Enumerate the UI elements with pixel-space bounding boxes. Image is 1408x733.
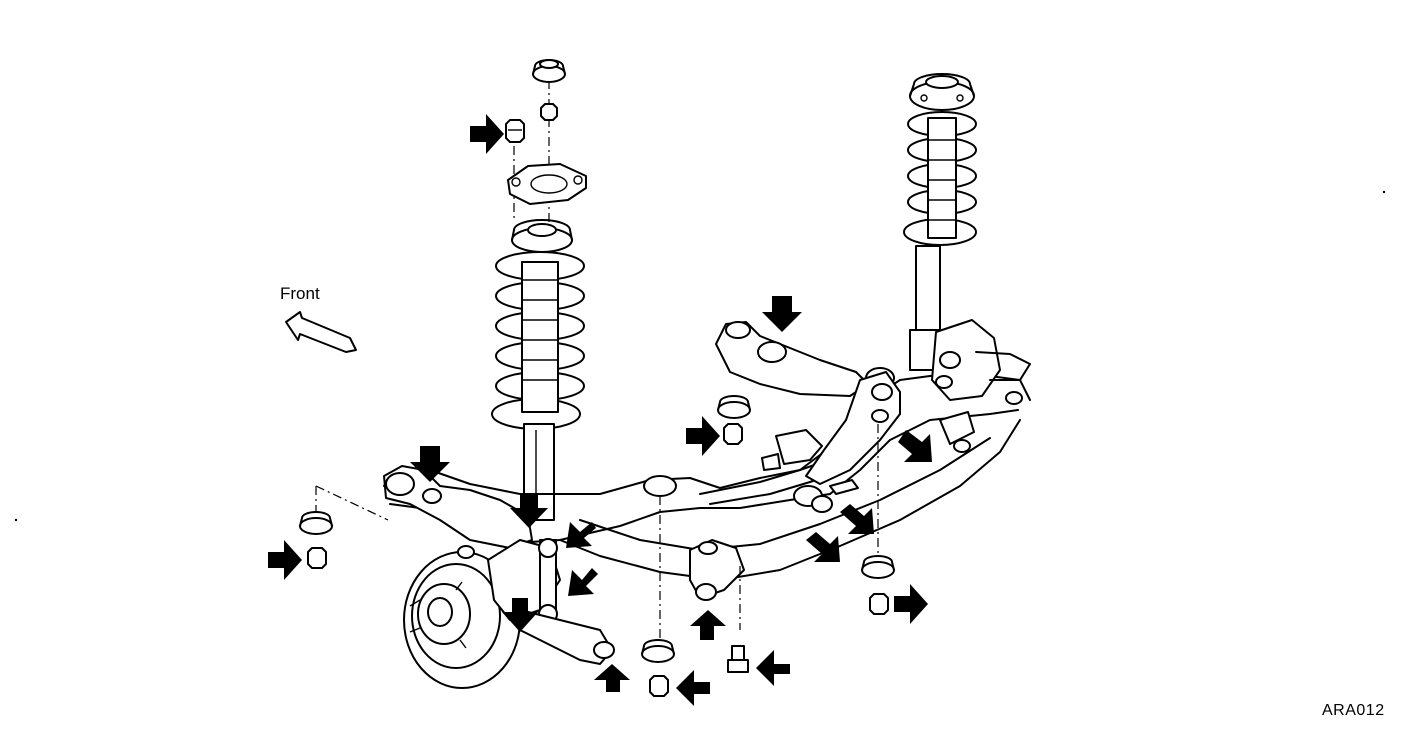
replace-part-arrow-icon (510, 494, 548, 528)
figure-code-label: ARA012 (1322, 702, 1385, 719)
mount-self-locking-nut (505, 119, 525, 143)
replace-part-arrow-icon (594, 664, 630, 692)
replace-part-arrow-icon (840, 504, 874, 534)
right-strut-assembly (903, 73, 977, 371)
replace-part-arrow-icon (898, 430, 932, 462)
center-low-washer-nut-set (641, 639, 675, 697)
replace-part-arrow-icon (410, 446, 450, 482)
strut-top-nut (540, 103, 558, 121)
replace-part-arrow-icon (686, 416, 720, 456)
right-lower-arm (761, 371, 901, 556)
right-damper (909, 117, 957, 371)
center-rear-washer-nut-set (717, 395, 751, 445)
left-lower-arm (383, 465, 533, 549)
upper-spring-seat (511, 219, 573, 253)
center-bolt (727, 645, 749, 673)
left-strut-assembly (491, 59, 587, 521)
replace-part-arrow-icon (756, 650, 790, 686)
center-mount (643, 475, 745, 640)
stabilizer-link-left (538, 538, 558, 624)
strut-top-cap (532, 59, 566, 83)
replace-part-arrow-icon (568, 568, 598, 596)
replace-part-arrow-icon (806, 532, 840, 562)
front-direction-label: Front (280, 284, 320, 303)
left-washer-nut-set (299, 485, 389, 569)
right-knuckle (931, 319, 1031, 453)
upper-rear-bracket (715, 321, 895, 397)
replace-part-arrow-icon (762, 296, 802, 332)
replace-part-arrow-icon (502, 598, 538, 632)
strut-mounting-plate (507, 163, 587, 205)
right-washer-nut-set (861, 555, 895, 615)
lower-rear-arm (519, 609, 615, 665)
front-direction-arrow-icon (285, 311, 357, 353)
replace-part-arrow-icon (470, 114, 504, 154)
replace-part-arrow-icon (566, 522, 596, 548)
replace-part-arrow-icon (676, 670, 710, 706)
left-damper (521, 261, 559, 521)
replace-part-arrows (268, 114, 932, 706)
replace-part-arrow-icon (268, 540, 302, 580)
replace-part-arrow-icon (690, 610, 726, 640)
replace-part-arrow-icon (894, 584, 928, 624)
right-strut-mount (909, 73, 975, 111)
